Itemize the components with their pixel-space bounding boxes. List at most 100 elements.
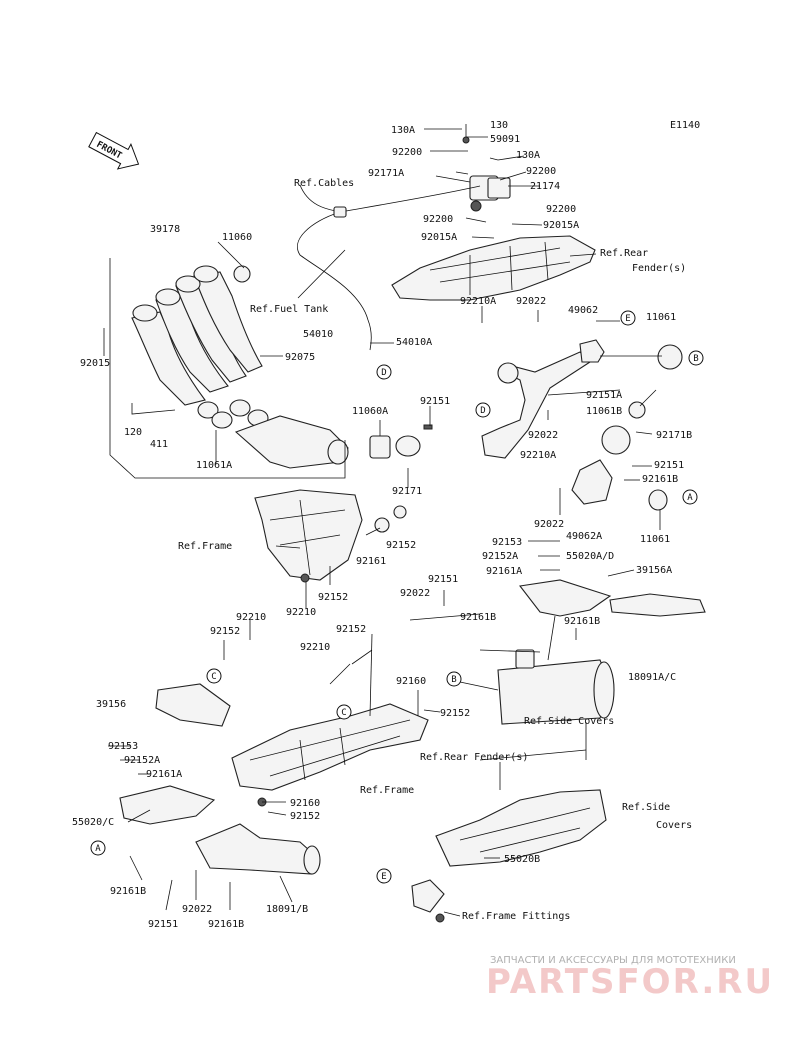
- part-label: 49062A: [566, 531, 602, 542]
- ref-frame-fittings: Ref.Frame Fittings: [462, 911, 570, 922]
- rear-fender-outline: [391, 235, 596, 301]
- part-label: 92171: [392, 486, 422, 497]
- part-label: 92161B: [110, 886, 146, 897]
- part-label: 92210A: [460, 296, 496, 307]
- gasket-11061-top: [657, 344, 683, 370]
- part-label: 92015A: [421, 232, 457, 243]
- part-label: 11061: [646, 312, 676, 323]
- part-label: 92015A: [543, 220, 579, 231]
- part-label: 92022: [516, 296, 546, 307]
- part-label: 11060A: [352, 406, 388, 417]
- ref-side-covers-2b: Covers: [656, 820, 692, 831]
- part-label: 39156: [96, 699, 126, 710]
- svg-text:C: C: [211, 672, 216, 682]
- part-label: 92161B: [208, 919, 244, 930]
- part-label: 92210: [286, 607, 316, 618]
- part-label: 92161: [356, 556, 386, 567]
- part-label: 92152: [386, 540, 416, 551]
- bracket-55020AD: [518, 579, 612, 617]
- frame-left-section: [254, 489, 407, 583]
- part-label: 92153: [108, 741, 138, 752]
- exhaust-header-pipes: [131, 265, 263, 406]
- part-label: 92200: [526, 166, 556, 177]
- heat-shield-39156A: [609, 593, 706, 617]
- part-label: 92152: [290, 811, 320, 822]
- mid-pipe: [481, 339, 605, 459]
- part-labels: 130A 130 59091 92200 130A 92171A 92200 2…: [72, 120, 692, 930]
- part-label: 92161B: [564, 616, 600, 627]
- reference-labels: Ref.Cables Ref.Fuel Tank Ref.Rear Fender…: [178, 178, 692, 922]
- svg-text:C: C: [341, 708, 346, 718]
- part-label: 49062: [568, 305, 598, 316]
- leader-lines: [103, 128, 662, 917]
- gasket-11061B: [628, 401, 646, 419]
- part-label: 92152: [336, 624, 366, 635]
- part-label: 92152: [440, 708, 470, 719]
- part-label: 39156A: [636, 565, 672, 576]
- muffler-18091AC: [497, 649, 615, 725]
- part-label: 92161A: [486, 566, 522, 577]
- part-label: 11061A: [196, 460, 232, 471]
- callout-A-left: A: [90, 840, 106, 856]
- part-label: 130A: [391, 125, 415, 136]
- ref-side-covers-2a: Ref.Side: [622, 802, 670, 813]
- exhaust-collector: [234, 415, 349, 469]
- heat-shield-39156: [155, 683, 231, 727]
- svg-text:E: E: [625, 314, 630, 324]
- part-label: 92151: [148, 919, 178, 930]
- callout-D-top: D: [376, 364, 392, 380]
- part-label: 92151: [654, 460, 684, 471]
- part-label: 11060: [222, 232, 252, 243]
- part-label: 92015: [80, 358, 110, 369]
- watermark: ЗАПЧАСТИ И АКСЕССУАРЫ ДЛЯ МОТОТЕХНИКИ PA…: [486, 955, 772, 1002]
- callout-D-mid: D: [475, 402, 491, 418]
- ref-frame-2: Ref.Frame: [360, 785, 414, 796]
- svg-text:B: B: [451, 675, 456, 685]
- part-label: 92022: [528, 430, 558, 441]
- svg-text:D: D: [480, 406, 485, 416]
- header-gaskets: [197, 399, 269, 429]
- svg-text:B: B: [693, 354, 698, 364]
- callout-B-mid: B: [446, 671, 462, 687]
- part-label: 92160: [396, 676, 426, 687]
- callout-E-bottom: E: [376, 868, 392, 884]
- ref-rear-fender-1: Ref.Rear: [600, 248, 648, 259]
- part-label: 92171A: [368, 168, 404, 179]
- svg-text:A: A: [95, 844, 101, 854]
- part-label: 92151A: [586, 390, 622, 401]
- part-label: 130: [490, 120, 508, 131]
- frame-lower-section: [231, 703, 429, 807]
- muffler-18091B: [195, 823, 321, 875]
- part-label: 55020/C: [72, 817, 114, 828]
- part-label: 92022: [400, 588, 430, 599]
- callout-B-top: B: [688, 350, 704, 366]
- exhaust-valve-cables: [297, 184, 481, 351]
- ref-cables: Ref.Cables: [294, 178, 354, 189]
- front-arrow-icon: FRONT: [88, 131, 140, 170]
- middle-clamps: [369, 424, 433, 459]
- part-label: 59091: [490, 134, 520, 145]
- part-label: 92161B: [642, 474, 678, 485]
- part-label: 92151: [420, 396, 450, 407]
- part-label: 92075: [285, 352, 315, 363]
- part-label: 92200: [423, 214, 453, 225]
- part-label: 11061B: [586, 406, 622, 417]
- part-label: 39178: [150, 224, 180, 235]
- watermark-tagline: ЗАПЧАСТИ И АКСЕССУАРЫ ДЛЯ МОТОТЕХНИКИ: [490, 955, 736, 966]
- part-label: 92022: [182, 904, 212, 915]
- callout-A-right: A: [682, 489, 698, 505]
- callout-C-mid: C: [336, 704, 352, 720]
- ref-rear-fender-s: Ref.Rear Fender(s): [420, 752, 528, 763]
- part-label: 54010A: [396, 337, 432, 348]
- diagram-code: E1140: [670, 120, 700, 131]
- part-label: 92210: [236, 612, 266, 623]
- part-label: 92210: [300, 642, 330, 653]
- part-label: 92200: [546, 204, 576, 215]
- part-label: 55020B: [504, 854, 540, 865]
- svg-text:E: E: [381, 872, 386, 882]
- part-label: 92161B: [460, 612, 496, 623]
- part-label: 92160: [290, 798, 320, 809]
- part-label: 54010: [303, 329, 333, 340]
- ref-fuel-tank: Ref.Fuel Tank: [250, 304, 328, 315]
